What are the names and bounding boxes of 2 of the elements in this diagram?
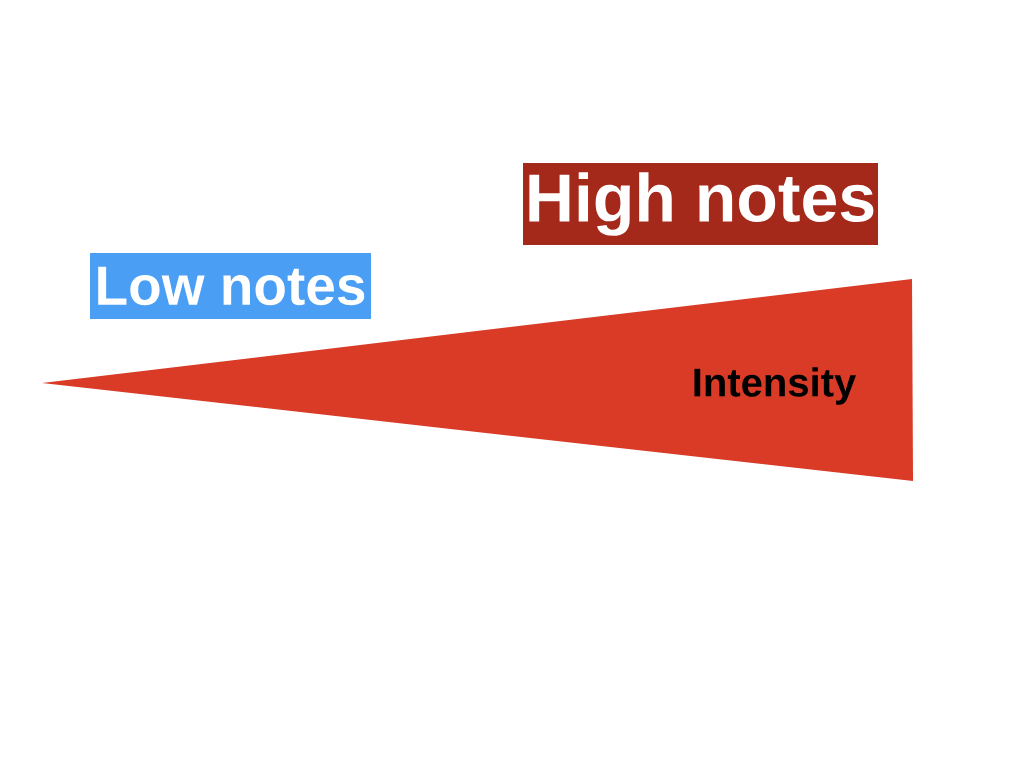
label-box: Low notes: [90, 253, 371, 319]
label-box: High notes: [523, 163, 878, 245]
